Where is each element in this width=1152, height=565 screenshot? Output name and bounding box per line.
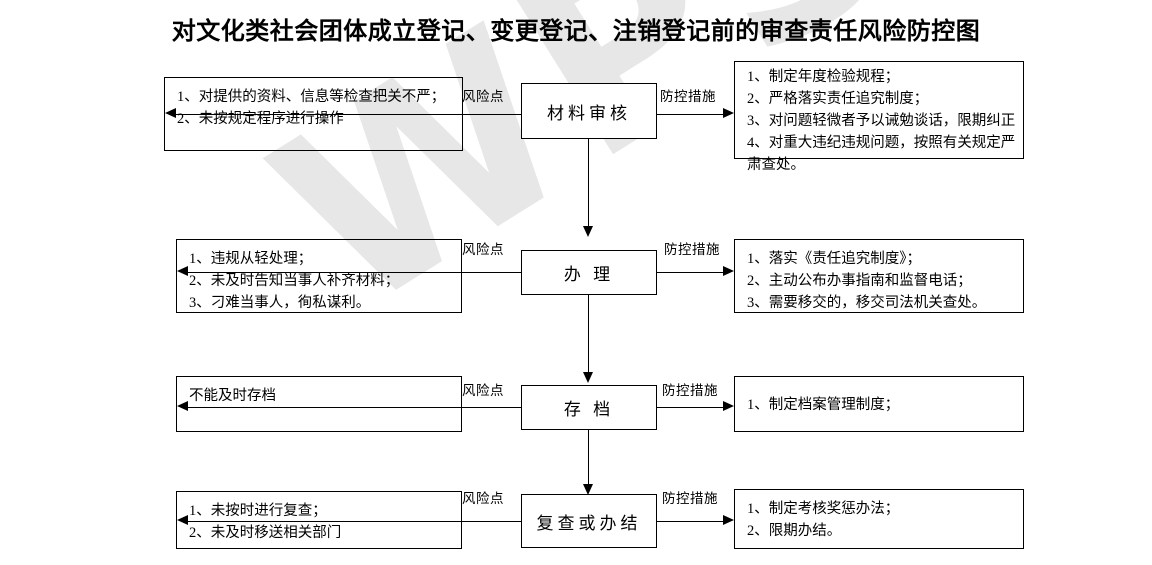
node-row3[interactable]: 存 档 — [521, 385, 657, 430]
connector-row2-left — [187, 272, 521, 273]
risk-item: 2、未及时告知当事人补齐材料； — [189, 273, 400, 290]
risk-item: 3、刁难当事人，徇私谋利。 — [189, 295, 371, 312]
measure-item: 1、制定年度检验规程； — [747, 69, 900, 85]
connector-row2-right — [657, 272, 725, 273]
arrow-right-row2 — [723, 266, 734, 276]
connector-row1-left — [175, 114, 521, 115]
arrow-down-row2 — [583, 372, 593, 383]
measure-item: 3、需要移交的，移交司法机关查处。 — [747, 295, 987, 312]
arrow-down-row3 — [583, 484, 593, 495]
page-title: 对文化类社会团体成立登记、变更登记、注销登记前的审查责任风险防控图 — [171, 17, 981, 45]
connector-row3-left — [187, 407, 521, 408]
risk-item: 2、未及时移送相关部门 — [189, 525, 342, 542]
risk-item: 1、未按时进行复查； — [189, 503, 327, 519]
control-measure-label-row4: 防控措施 — [662, 491, 718, 506]
connector-row3-to-row4 — [588, 430, 589, 485]
arrow-left-row2 — [177, 266, 188, 276]
arrow-right-row4 — [723, 515, 734, 525]
risk-point-label-row1: 风险点 — [462, 89, 504, 104]
risk-point-label-row3: 风险点 — [462, 383, 504, 398]
risk-point-label-row2: 风险点 — [462, 242, 504, 257]
arrow-left-row1 — [165, 108, 176, 118]
arrow-left-row3 — [177, 401, 188, 411]
risk-box-row1: 1、对提供的资料、信息等检查把关不严； 2、未按规定程序进行操作 — [164, 77, 463, 151]
connector-row3-right — [657, 407, 725, 408]
measure-item: 1、制定档案管理制度； — [747, 397, 900, 413]
arrow-right-row1 — [723, 108, 734, 118]
measure-item: 2、主动公布办事指南和监督电话； — [747, 273, 972, 290]
measure-item: 3、对问题轻微者予以诫勉谈话，限期纠正 — [747, 113, 1016, 130]
connector-row1-to-row2 — [588, 139, 589, 227]
arrow-right-row3 — [723, 401, 734, 411]
measure-box-row2: 1、落实《责任追究制度》； 2、主动公布办事指南和监督电话； 3、需要移交的，移… — [734, 239, 1024, 313]
connector-row2-to-row3 — [588, 295, 589, 373]
control-measure-label-row2: 防控措施 — [664, 242, 720, 257]
node-row4[interactable]: 复查或办结 — [521, 494, 657, 548]
risk-box-row3: 不能及时存档 — [176, 376, 462, 432]
control-measure-label-row3: 防控措施 — [662, 383, 718, 398]
risk-box-row2: 1、违规从轻处理； 2、未及时告知当事人补齐材料； 3、刁难当事人，徇私谋利。 — [176, 239, 462, 313]
measure-item: 肃查处。 — [747, 157, 805, 174]
connector-row4-left — [187, 521, 521, 522]
measure-item: 2、限期办结。 — [747, 523, 842, 540]
measure-box-row1: 1、制定年度检验规程； 2、严格落实责任追究制度； 3、对问题轻微者予以诫勉谈话… — [734, 61, 1024, 173]
measure-item: 4、对重大违纪违规问题，按照有关规定严 — [747, 135, 1016, 152]
risk-item: 不能及时存档 — [189, 388, 276, 404]
node-row2[interactable]: 办 理 — [521, 250, 657, 295]
risk-item: 1、违规从轻处理； — [189, 251, 313, 267]
node-row1[interactable]: 材料审核 — [521, 83, 657, 139]
risk-item: 2、未按规定程序进行操作 — [177, 111, 344, 128]
measure-item: 2、严格落实责任追究制度； — [747, 91, 929, 108]
arrow-down-row1 — [583, 226, 593, 237]
arrow-left-row4 — [177, 515, 188, 525]
risk-item: 1、对提供的资料、信息等检查把关不严； — [177, 89, 446, 105]
control-measure-label-row1: 防控措施 — [660, 89, 716, 104]
measure-item: 1、制定考核奖惩办法； — [747, 501, 900, 517]
risk-box-row4: 1、未按时进行复查； 2、未及时移送相关部门 — [176, 491, 462, 549]
measure-box-row4: 1、制定考核奖惩办法； 2、限期办结。 — [734, 489, 1024, 549]
connector-row4-right — [657, 521, 725, 522]
measure-item: 1、落实《责任追究制度》； — [747, 251, 921, 267]
measure-box-row3: 1、制定档案管理制度； — [734, 376, 1024, 432]
risk-point-label-row4: 风险点 — [462, 491, 504, 506]
connector-row1-right — [657, 114, 725, 115]
